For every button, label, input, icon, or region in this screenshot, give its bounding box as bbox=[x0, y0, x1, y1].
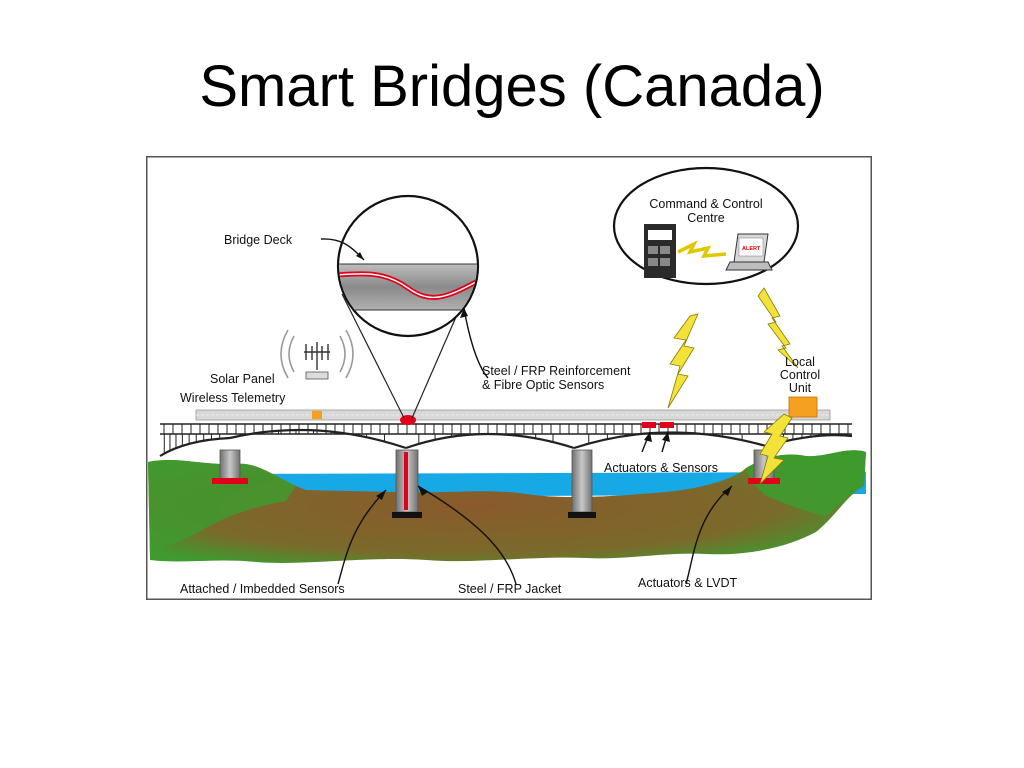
pier-1 bbox=[219, 449, 241, 481]
command-centre: ALERT bbox=[612, 166, 800, 286]
solar-panel-antenna bbox=[280, 329, 354, 419]
label-attached-sensors: Attached / Imbedded Sensors bbox=[180, 582, 345, 596]
wireless-waves-icon bbox=[280, 329, 354, 379]
label-local-2: Control bbox=[780, 368, 820, 382]
solar-panel bbox=[305, 371, 329, 380]
label-actuators-lvdt: Actuators & LVDT bbox=[638, 576, 737, 590]
slide-title: Smart Bridges (Canada) bbox=[199, 54, 825, 119]
deck-magnifier bbox=[336, 194, 480, 419]
smart-bridge-diagram: ALERT Bridge Deck Command & Control Cent… bbox=[146, 156, 872, 600]
label-bridge-deck: Bridge Deck bbox=[224, 233, 293, 247]
label-local-1: Local bbox=[785, 355, 815, 369]
bolt-centre-to-local bbox=[757, 287, 799, 369]
server-cabinet-icon bbox=[644, 224, 676, 278]
laptop-icon: ALERT bbox=[725, 233, 773, 271]
wireless-link-bolts bbox=[667, 287, 799, 486]
alert-text: ALERT bbox=[742, 246, 761, 252]
actuator-sensor-2 bbox=[660, 422, 674, 428]
label-steel-jacket: Steel / FRP Jacket bbox=[458, 582, 562, 596]
ground-grass-left bbox=[148, 460, 296, 554]
label-reinforcement-1: Steel / FRP Reinforcement bbox=[482, 364, 631, 378]
bridge-piers bbox=[212, 449, 780, 518]
pier-3 bbox=[571, 449, 593, 513]
footing-1 bbox=[212, 478, 248, 484]
footing-4 bbox=[748, 478, 780, 484]
antenna-icon bbox=[304, 342, 330, 370]
label-command-centre-2: Centre bbox=[687, 211, 725, 225]
leader-arrowheads bbox=[356, 252, 732, 500]
label-wireless-telemetry: Wireless Telemetry bbox=[180, 391, 286, 405]
label-reinforcement-2: & Fibre Optic Sensors bbox=[482, 378, 604, 392]
bolt-local-to-pier bbox=[759, 413, 793, 486]
label-command-centre-1: Command & Control bbox=[649, 197, 762, 211]
label-local-3: Unit bbox=[789, 381, 812, 395]
local-control-unit-box bbox=[788, 396, 818, 418]
ground-terrain bbox=[148, 450, 866, 563]
footing-3 bbox=[568, 512, 596, 518]
pier-jacket bbox=[404, 452, 408, 510]
centre-link-bolt bbox=[677, 240, 727, 259]
deck-sensor bbox=[400, 415, 416, 425]
label-actuators-sensors: Actuators & Sensors bbox=[604, 461, 718, 475]
telemetry-base bbox=[312, 411, 322, 419]
label-solar-panel: Solar Panel bbox=[210, 372, 275, 386]
bolt-centre-to-deck bbox=[667, 313, 699, 409]
actuator-sensor-1 bbox=[642, 422, 656, 428]
footing-2 bbox=[392, 512, 422, 518]
